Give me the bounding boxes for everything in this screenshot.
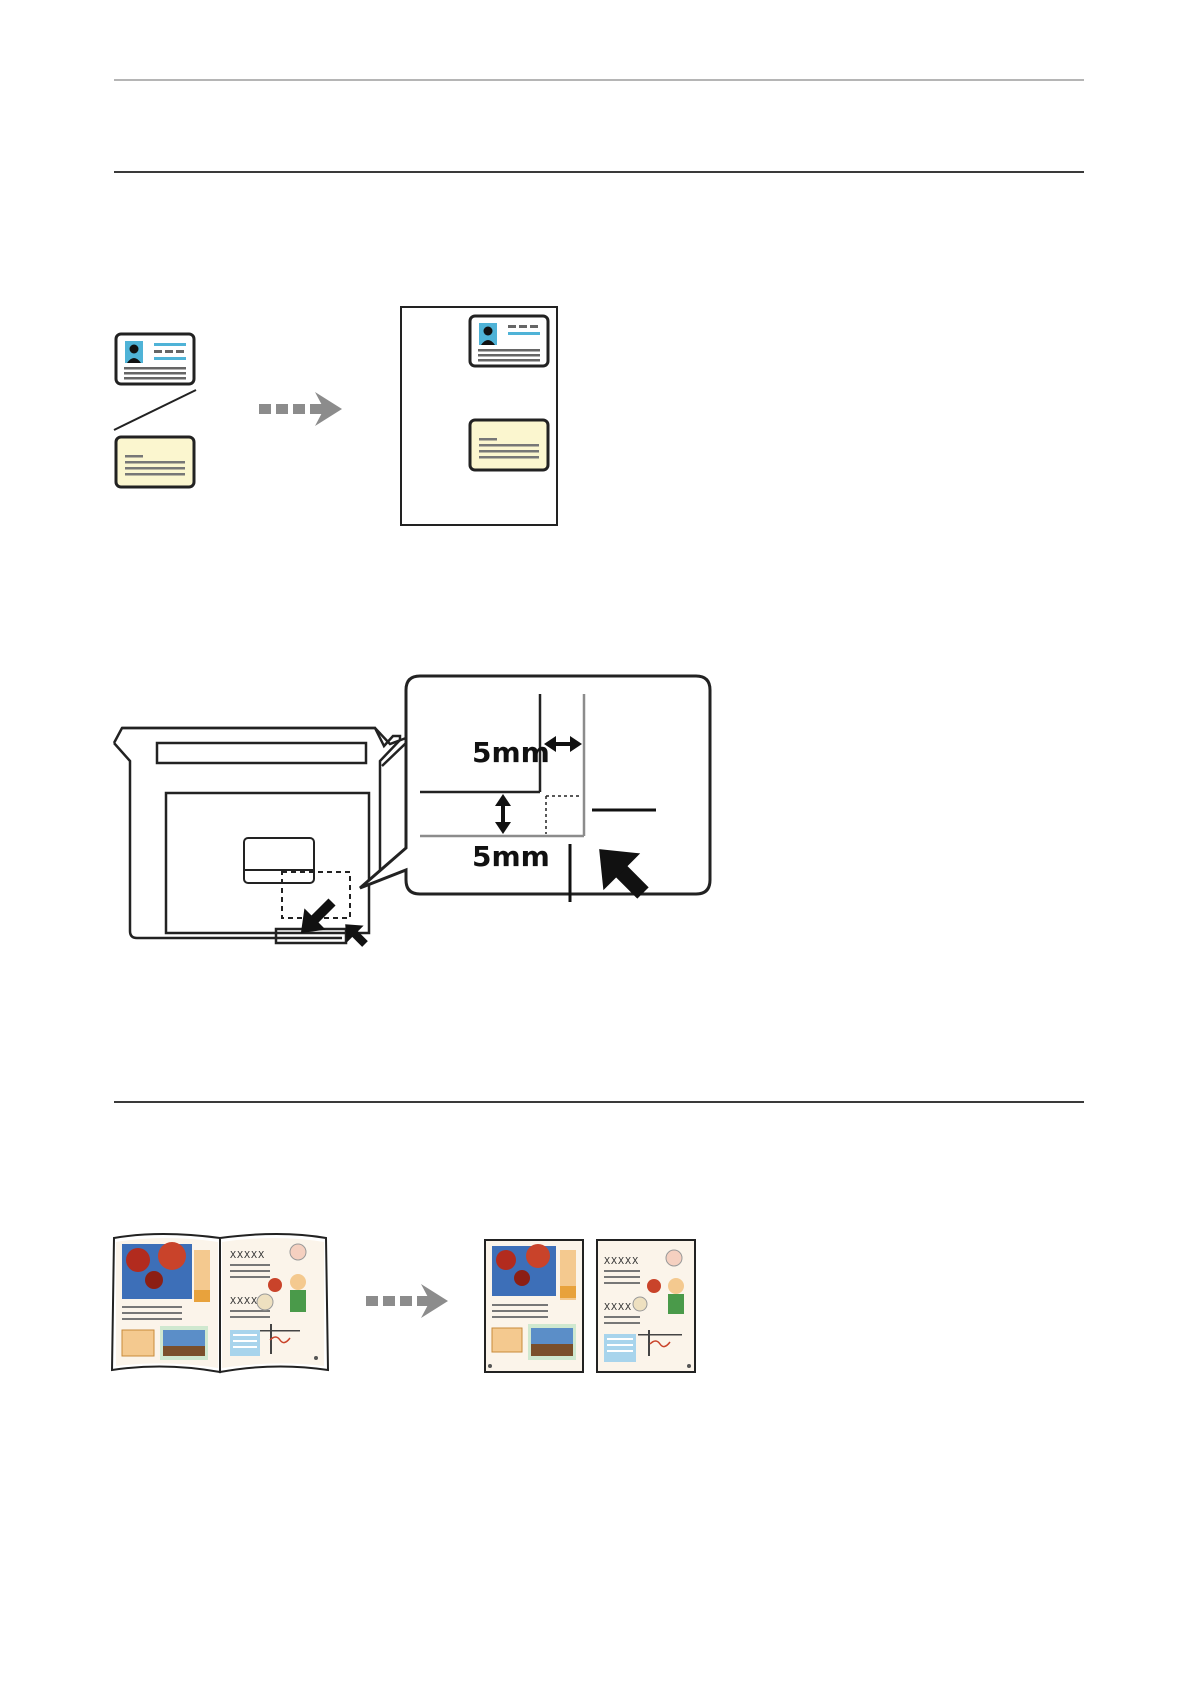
header-rule (114, 79, 1084, 81)
front-back-divider (114, 390, 196, 430)
section-divider-1 (114, 171, 1084, 173)
output-page-left-icon (485, 1240, 583, 1372)
margin-label-vertical: 5mm (472, 840, 550, 873)
scanner-body-icon (114, 728, 406, 943)
margin-label-horizontal: 5mm (472, 736, 550, 769)
scanner-placement-figure: 5mm 5mm (110, 676, 730, 948)
id-card-copy-figure (110, 300, 570, 532)
book-copy-figure: XXXXX XXXX (110, 1230, 710, 1380)
section-divider-2 (114, 1101, 1084, 1103)
card-on-glass (244, 838, 314, 883)
page-marker-top: XXXXX (604, 1256, 639, 1267)
book-marker-mid: XXXX (230, 1296, 258, 1307)
page-marker-mid: XXXX (604, 1302, 632, 1313)
id-card-back-icon (116, 437, 194, 487)
output-page-icon (401, 307, 557, 525)
id-card-front-icon (116, 334, 194, 384)
book-marker-top: XXXXX (230, 1250, 265, 1261)
dashed-arrow-icon (259, 392, 342, 426)
dashed-arrow-icon (366, 1284, 448, 1318)
output-page-right-icon: XXXXX XXXX (597, 1240, 695, 1372)
open-book-icon: XXXXX XXXX (112, 1234, 328, 1372)
